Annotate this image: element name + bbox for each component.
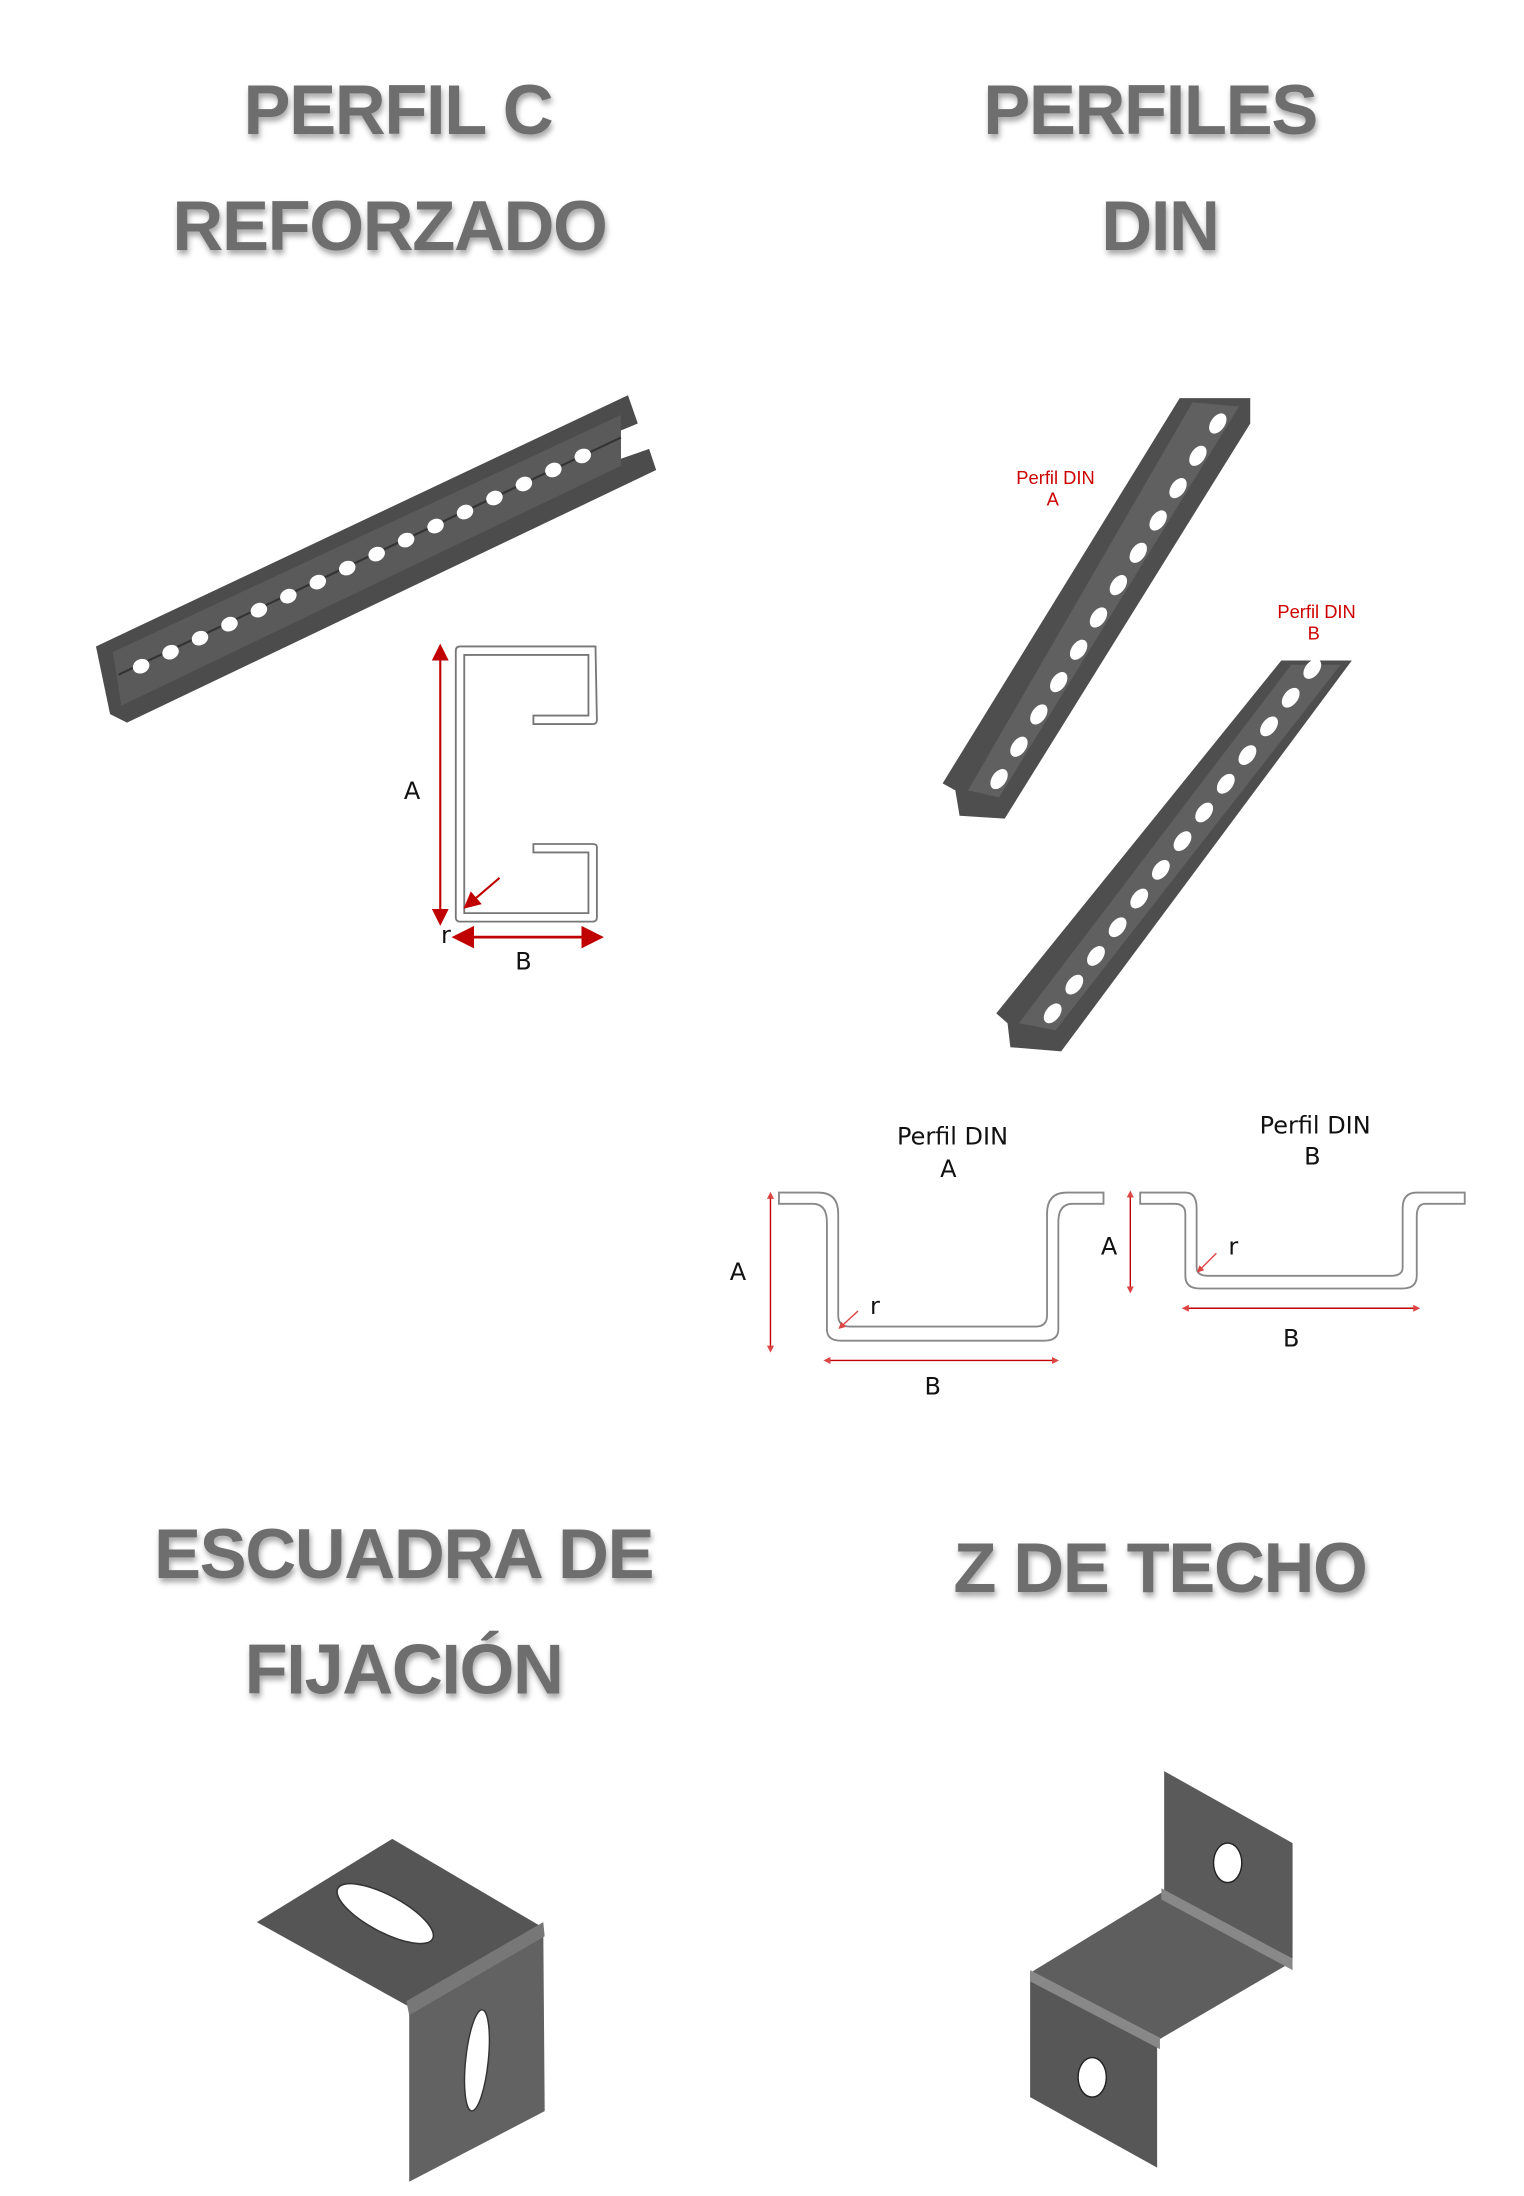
din-a-title-line2: A [940, 1155, 957, 1183]
hole [1216, 773, 1235, 794]
rail-label-a-line2: A [1047, 488, 1060, 509]
din-profile-a-diagram [766, 1191, 1105, 1364]
hole [1169, 478, 1187, 499]
title-perfiles-din-line2: DIN [1101, 186, 1218, 265]
hole [1149, 510, 1167, 531]
din-a-dimension-r: r [870, 1292, 880, 1320]
hole [1195, 802, 1214, 823]
din-a-dimension-a: A [730, 1258, 747, 1286]
hole [1189, 445, 1207, 466]
title-perfil-c-line2: REFORZADO [172, 186, 606, 265]
hole [427, 518, 444, 534]
hole [1043, 1003, 1062, 1024]
title-perfiles-din-line1: PERFILES [983, 70, 1317, 149]
hole [1010, 736, 1028, 757]
z-bracket-image [1030, 1771, 1293, 2168]
hole [1065, 974, 1084, 995]
din-a-title-line1: Perfil DIN [897, 1123, 1008, 1151]
din-b-dimension-a: A [1101, 1233, 1118, 1261]
hole [280, 588, 297, 604]
hole [1030, 704, 1048, 725]
c-channel-rail-image [95, 395, 657, 723]
din-rail-a-image [942, 398, 1251, 819]
hole [1151, 859, 1170, 880]
hole [162, 644, 179, 660]
hole [1089, 607, 1108, 628]
hole [1087, 946, 1105, 966]
hole [515, 476, 533, 492]
hole [1209, 413, 1227, 434]
hole [221, 616, 238, 632]
hole [1130, 888, 1149, 909]
hole [1303, 659, 1322, 679]
din-b-dimension-b: B [1283, 1324, 1299, 1352]
c-dimension-r: r [441, 921, 451, 949]
din-rail-b-image [996, 659, 1352, 1052]
hole [1281, 687, 1300, 708]
hole [990, 768, 1008, 790]
hole [1173, 831, 1192, 852]
title-perfil-c-line1: PERFIL C [244, 70, 553, 149]
rail-label-a-line1: Perfil DIN [1016, 467, 1094, 488]
hole [338, 560, 356, 576]
hole [1069, 639, 1088, 660]
hole [1108, 917, 1127, 938]
din-b-dimension-r: r [1228, 1233, 1238, 1261]
hole [132, 658, 150, 674]
hole [456, 504, 474, 520]
hole [574, 448, 592, 464]
c-dimension-a: A [404, 777, 421, 805]
hole [545, 462, 562, 478]
din-b-title-line1: Perfil DIN [1260, 1111, 1371, 1139]
title-z-de-techo: Z DE TECHO [953, 1528, 1366, 1607]
hole [368, 546, 385, 562]
c-profile-diagram [431, 643, 604, 949]
rail-label-b-line2: B [1308, 622, 1320, 643]
hole [1050, 672, 1068, 693]
hole [1129, 542, 1147, 563]
c-dimension-b: B [515, 948, 531, 976]
hole [191, 630, 209, 646]
hole [309, 574, 327, 590]
title-escuadra-line1: ESCUADRA DE [154, 1514, 653, 1593]
hole [1109, 575, 1128, 596]
title-escuadra-line2: FIJACIÓN [245, 1629, 563, 1708]
din-profile-b-diagram [1126, 1190, 1466, 1312]
hole [250, 602, 268, 618]
hole [1260, 716, 1278, 737]
hole [397, 532, 415, 548]
rail-label-b-line1: Perfil DIN [1277, 601, 1355, 622]
hole [1238, 745, 1257, 765]
din-a-dimension-b: B [925, 1372, 941, 1400]
angle-bracket-image [256, 1838, 545, 2182]
hole [486, 490, 503, 506]
din-b-title-line2: B [1304, 1142, 1320, 1170]
